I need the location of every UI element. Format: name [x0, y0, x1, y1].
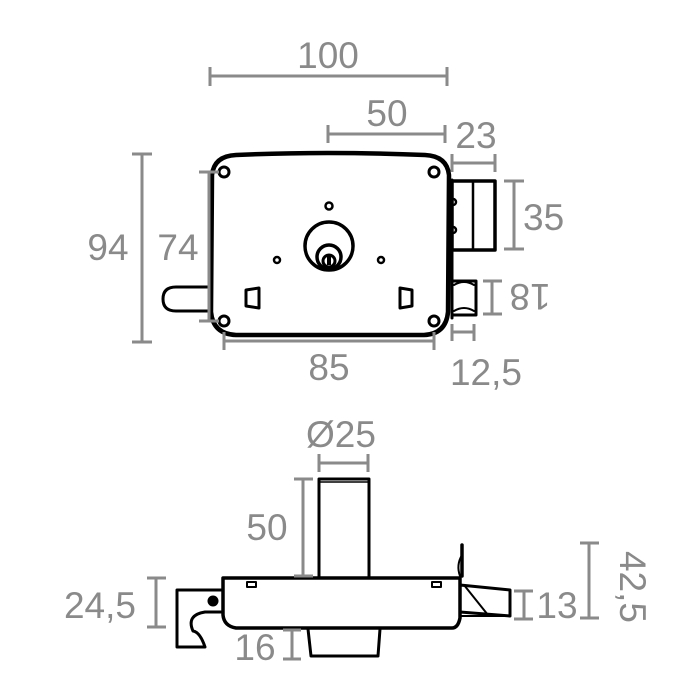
small-hole-icon: [324, 201, 334, 211]
lock-case-outline: [208, 150, 452, 338]
dim-keeper-height: 24,5: [64, 585, 136, 626]
slot-icon: [246, 581, 257, 588]
slot-icon: [398, 286, 414, 310]
case-side: [221, 576, 462, 630]
dim-latch-height: 18: [509, 276, 550, 317]
dim-overall-width: 100: [297, 35, 359, 76]
dim-bolt-height: 35: [523, 197, 564, 238]
handle-icon: [161, 285, 212, 313]
small-hole-icon: [272, 255, 282, 265]
knob-base: [306, 627, 382, 658]
cylinder-body: [317, 477, 371, 580]
front-view: [161, 150, 497, 338]
dim-screw-spacing-horizontal: 85: [308, 347, 349, 388]
keeper-icon: [175, 588, 223, 649]
cylinder-icon: [303, 220, 355, 272]
dim-cylinder-offset: 50: [366, 93, 407, 134]
slot-icon: [431, 581, 442, 588]
screw-hole-icon: [217, 314, 231, 328]
screw-hole-icon: [217, 165, 231, 179]
screw-hole-icon: [427, 165, 441, 179]
dim-cylinder-diameter: Ø25: [306, 414, 376, 455]
small-hole-icon: [376, 255, 386, 265]
latch-icon: [450, 279, 478, 317]
dim-latch-projection: 12,5: [450, 352, 522, 393]
side-view: [175, 477, 512, 658]
dim-latch-thickness: 13: [536, 585, 577, 626]
slot-icon: [244, 286, 261, 310]
dim-cylinder-length: 50: [246, 507, 287, 548]
side-dimensions: Ø25 50 24,5 16 13 42,5: [64, 414, 653, 668]
screw-hole-icon: [427, 314, 441, 328]
dim-screw-spacing-vertical: 74: [157, 227, 198, 268]
dim-knob-depth: 16: [234, 627, 275, 668]
dim-bolt-projection: 23: [455, 115, 496, 156]
keeper-pin: [207, 595, 219, 607]
dim-case-height: 94: [87, 227, 128, 268]
front-dimensions: 100 50 23 35 18 12,5 94 74: [87, 35, 564, 393]
dim-total-depth: 42,5: [612, 551, 653, 623]
